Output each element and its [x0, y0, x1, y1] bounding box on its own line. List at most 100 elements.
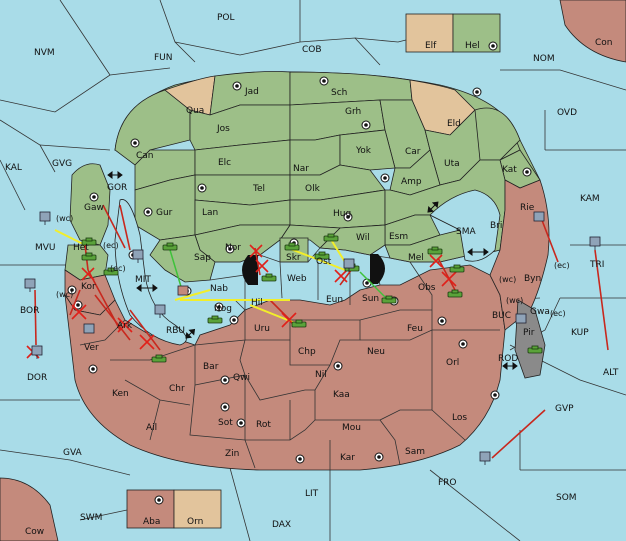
label-ost: Ost: [316, 257, 332, 267]
army-icon: [381, 295, 397, 304]
order-arrow-red: [491, 409, 546, 459]
fleet-icon: [343, 258, 355, 272]
fleet-icon: [132, 249, 144, 263]
label-mvu: MVU: [35, 243, 56, 253]
double-arrow-icon: [136, 284, 158, 292]
army-icon: [151, 354, 167, 363]
army-icon: [449, 264, 465, 273]
order-arrow-green: [359, 271, 389, 301]
label-grh: Grh: [345, 107, 361, 117]
label-ovd: OVD: [557, 108, 577, 118]
province-kat-area: [474, 107, 521, 161]
label-chr: Chr: [169, 384, 185, 394]
label-qua: Qua: [186, 106, 204, 116]
double-arrow-icon: [467, 248, 489, 256]
order-arrow-yellow: [54, 229, 86, 246]
label-elc: Elc: [218, 158, 231, 168]
label-gva: GVA: [63, 448, 83, 458]
label-eun: Eun: [326, 295, 343, 305]
canal-west: [242, 255, 258, 285]
label-esm: Esm: [389, 232, 408, 242]
label-feu: Feu: [407, 324, 423, 334]
label-car: Car: [405, 147, 421, 157]
label-coast-ec-byn: (ec): [554, 261, 570, 270]
label-coast-wc-kor: (wc): [56, 290, 73, 299]
label-orl: Orl: [446, 358, 459, 368]
army-icon: [103, 267, 119, 276]
order-arrow-red: [119, 204, 131, 251]
label-ail: Ail: [146, 423, 157, 433]
fleet-icon: [39, 211, 51, 225]
province-aba[interactable]: [126, 489, 175, 529]
province-orn[interactable]: [173, 489, 222, 529]
army-icon: [314, 251, 330, 260]
sea-mit[interactable]: [114, 199, 187, 346]
label-lan: Lan: [202, 208, 218, 218]
label-coast-ec-het: (ec): [103, 241, 119, 250]
label-qwi: Qwi: [233, 373, 250, 383]
label-coast-ec-gwa: (ec): [550, 309, 566, 318]
label-rie: Rie: [520, 203, 535, 213]
fleet-icon: [515, 313, 527, 324]
order-arrow-red: [594, 249, 609, 351]
label-ark: Ark: [117, 321, 133, 331]
label-bor: BOR: [20, 306, 39, 316]
label-tel: Tel: [252, 184, 265, 194]
army-icon: [284, 242, 300, 251]
fleet-icon: [533, 211, 545, 222]
label-los: Los: [452, 413, 467, 423]
label-skr: Skr: [286, 253, 301, 263]
label-obs: Obs: [418, 283, 436, 293]
label-bri: Bri: [490, 221, 502, 231]
army-icon: [291, 319, 307, 328]
label-nvm: NVM: [34, 48, 55, 58]
label-eld: Eld: [447, 119, 461, 129]
label-byn: Byn: [524, 274, 541, 284]
order-arrow-red: [34, 289, 37, 346]
label-ken: Ken: [112, 389, 129, 399]
label-yok: Yok: [355, 146, 372, 156]
army-icon: [427, 246, 443, 255]
order-arrow-red: [69, 289, 81, 316]
double-arrow-icon: [107, 171, 123, 179]
sea-sma[interactable]: [429, 189, 501, 262]
label-nor: Nor: [225, 243, 241, 253]
map-labels: POL COB FUN NVM NOM OVD Con Elf Hel KAL …: [5, 13, 619, 537]
label-con: Con: [595, 38, 613, 48]
label-amp: Amp: [401, 177, 422, 187]
label-aba: Aba: [143, 517, 160, 527]
label-olk: Olk: [305, 184, 321, 194]
label-nar: Nar: [293, 164, 309, 174]
label-neu: Neu: [367, 347, 385, 357]
label-pir: Pir: [523, 328, 535, 338]
label-zin: Zin: [225, 449, 239, 459]
order-arrow-green: [169, 249, 183, 291]
label-gwa: Gwa: [530, 307, 550, 317]
adjacency-arrows: [107, 171, 518, 370]
province-yok[interactable]: [339, 129, 396, 171]
province-cow[interactable]: [0, 477, 59, 541]
province-tel[interactable]: [194, 174, 291, 206]
label-gor: GOR: [107, 183, 127, 193]
label-hug: Hug: [333, 209, 351, 219]
supply-centers: [67, 41, 532, 505]
army-icon: [527, 345, 543, 354]
label-gur: Gur: [156, 208, 173, 218]
fleet-icon: [589, 236, 601, 250]
label-coast-ec-kor: (ec): [110, 264, 126, 273]
double-arrow-icon: [502, 362, 518, 370]
label-sam: Sam: [405, 447, 425, 457]
label-orn: Orn: [187, 517, 203, 527]
canal-east: [370, 254, 385, 284]
label-gvg: GVG: [52, 159, 72, 169]
label-uta: Uta: [444, 159, 460, 169]
label-swm: SWM: [80, 513, 102, 523]
army-icon: [162, 242, 178, 251]
army-icon: [323, 233, 339, 242]
double-arrow-icon: [427, 201, 439, 213]
label-tri: TRI: [589, 260, 604, 270]
label-sma: SMA: [456, 227, 476, 237]
